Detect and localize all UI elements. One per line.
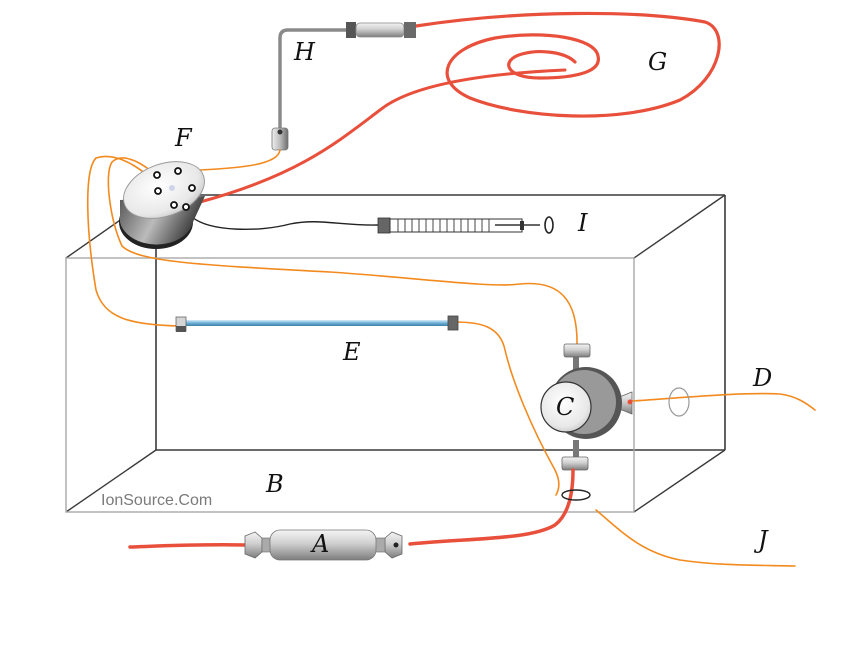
watermark: IonSource.Com [101,492,212,509]
label-e: E [342,338,361,366]
label-f: F [174,124,193,152]
syringe-i [191,216,554,234]
label-c: C [556,393,574,421]
label-b: B [265,470,284,498]
outlet-ring [561,489,591,501]
tubing-coil-g [198,11,721,204]
filter-a [244,529,403,561]
label-j: J [753,526,769,554]
tee-c [540,343,633,471]
capillary-h [271,22,416,151]
label-i: I [577,209,588,237]
six-port-valve-f [119,161,205,249]
label-a: A [310,530,329,558]
column-e [175,315,459,332]
label-g: G [648,48,667,76]
bulkhead-ring-d [668,387,690,417]
label-d: D [752,364,772,392]
label-h: H [293,38,316,66]
tubing-red-outlet [128,468,575,549]
